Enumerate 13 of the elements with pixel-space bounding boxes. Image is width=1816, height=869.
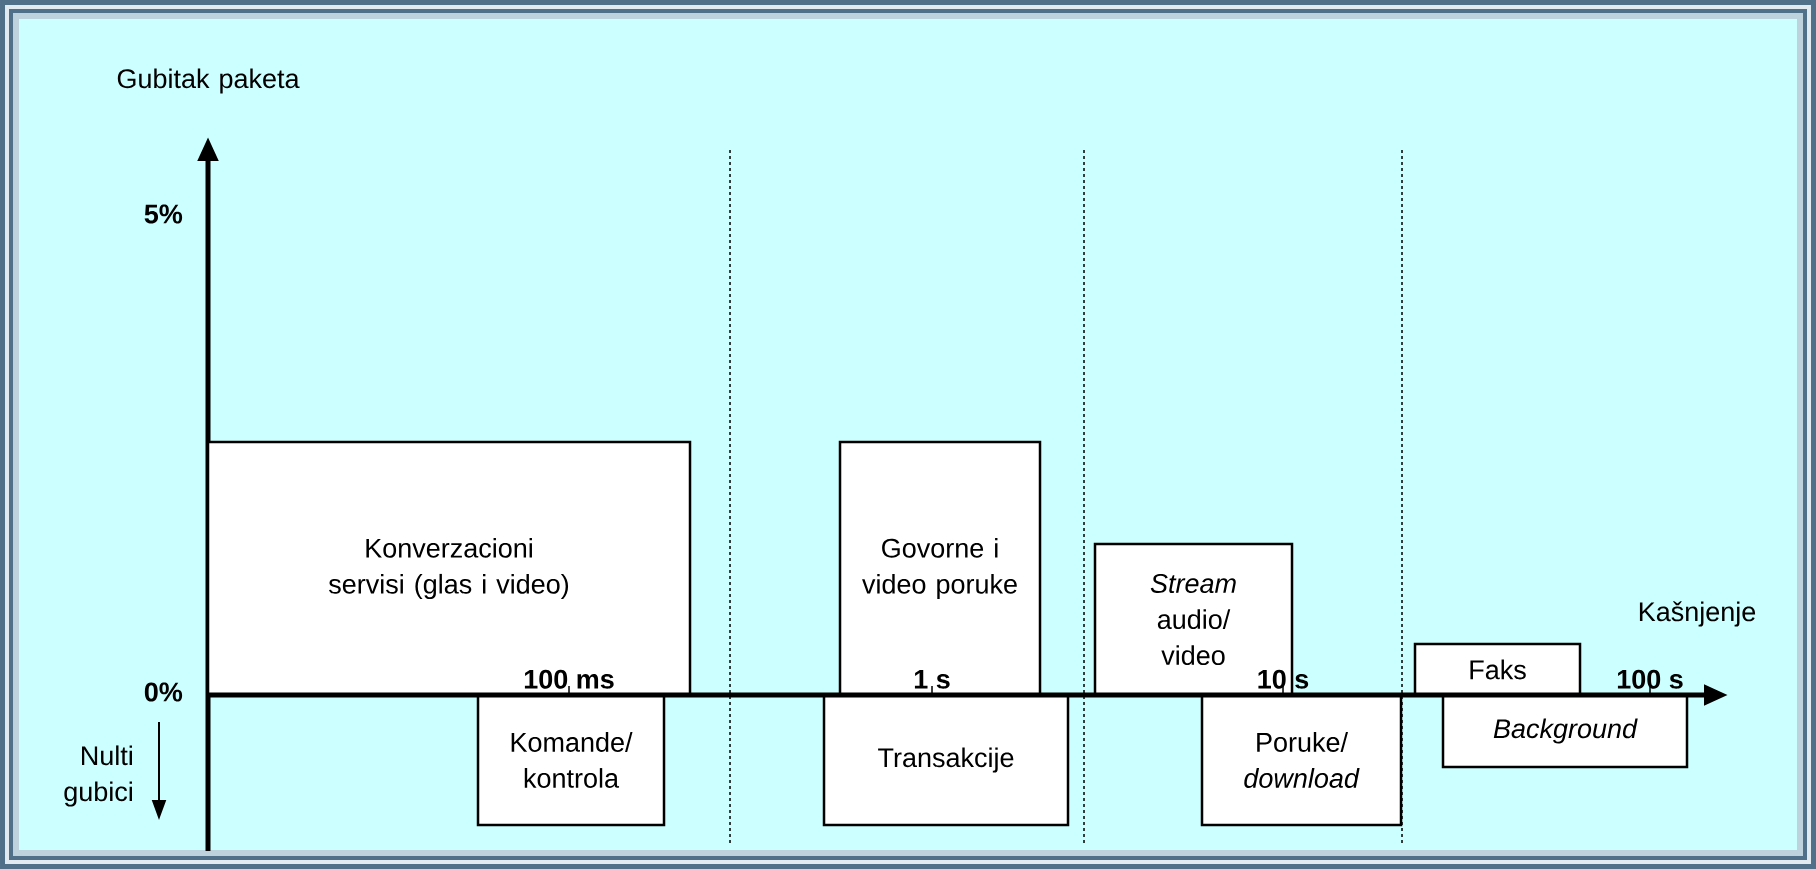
tick-label: 1 s xyxy=(914,669,950,689)
service-box: Faks xyxy=(1413,642,1582,697)
service-box: Komande/ kontrola xyxy=(476,693,666,827)
axis-title: Gubitak paketa xyxy=(117,68,300,94)
axis-value: 5% xyxy=(144,204,183,224)
axis-title: Kašnjenje xyxy=(1639,601,1756,627)
tick-label: 10 s xyxy=(1258,669,1309,689)
tick-label: 100 ms xyxy=(524,669,614,689)
tick-label: 100 s xyxy=(1617,669,1683,689)
axis-value: 0% xyxy=(144,682,183,702)
service-box: Poruke/ download xyxy=(1200,693,1403,827)
service-box: Transakcije xyxy=(822,693,1070,827)
axis-title: Nulti gubici xyxy=(64,745,132,807)
